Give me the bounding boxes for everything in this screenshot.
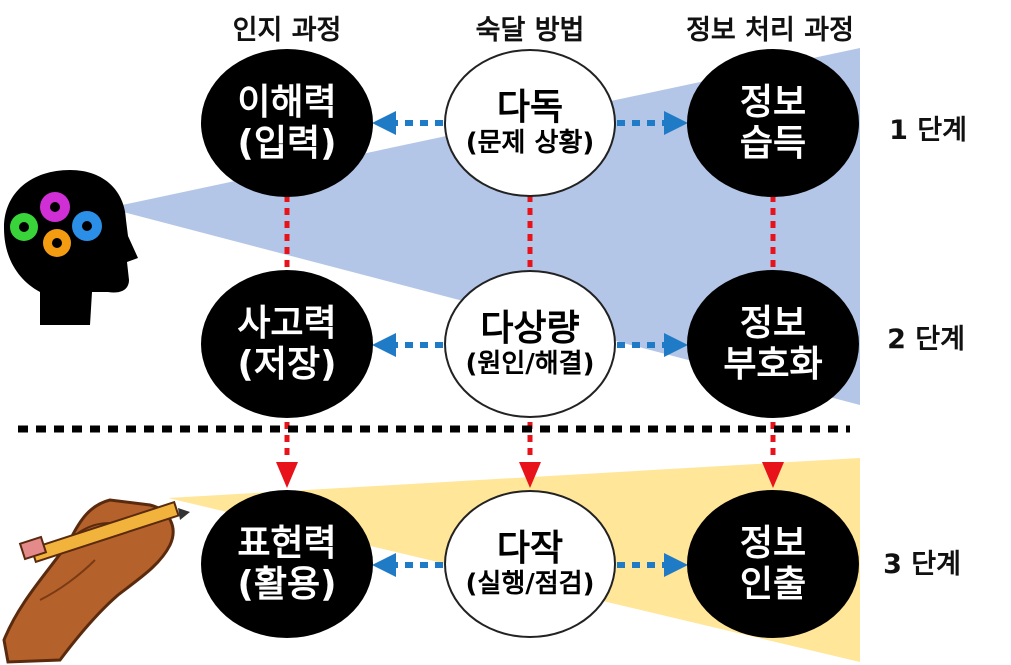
- arrowhead-cognitive2: [372, 333, 396, 357]
- node-read-much: 다독 (문제 상황): [444, 49, 616, 197]
- node-info-retrieval-line2: 인출: [739, 564, 807, 605]
- arrowhead-method-down: [519, 462, 541, 488]
- node-write-much-title: 다작: [496, 528, 564, 570]
- node-expression: 표현력 (활용): [201, 490, 373, 638]
- header-information-processing: 정보 처리 과정: [686, 15, 854, 46]
- stage-label-1: 1 단계: [889, 115, 967, 146]
- arrowhead-cognitive3: [372, 553, 396, 577]
- node-expression-sub: (활용): [237, 564, 337, 605]
- node-think-much-sub: (원인/해결): [465, 348, 595, 379]
- blue-beam: [108, 48, 860, 405]
- node-info-acquisition-line2: 습득: [739, 123, 807, 164]
- node-info-retrieval-line1: 정보: [739, 522, 807, 564]
- node-info-encoding-line1: 정보: [739, 302, 807, 344]
- arrowhead-info3: [664, 553, 688, 577]
- header-cognitive-process: 인지 과정: [232, 15, 342, 46]
- node-info-encoding-line2: 부호화: [723, 344, 823, 385]
- node-think-much-title: 다상량: [480, 308, 580, 350]
- arrowhead-info-down: [762, 462, 784, 488]
- arrowhead-info1: [664, 111, 688, 135]
- node-read-much-sub: (문제 상황): [465, 127, 595, 158]
- node-write-much-sub: (실행/점검): [465, 568, 595, 599]
- node-comprehension-title: 이해력: [237, 81, 337, 123]
- node-thinking-sub: (저장): [237, 344, 337, 385]
- node-read-much-title: 다독: [496, 87, 564, 129]
- stage-label-3: 3 단계: [883, 549, 961, 580]
- hand-writing-with-pencil-icon: [2, 498, 190, 664]
- node-info-acquisition: 정보 습득: [687, 49, 859, 197]
- node-expression-title: 표현력: [237, 522, 337, 564]
- arrowhead-info2: [664, 333, 688, 357]
- arrowhead-cognitive1: [372, 111, 396, 135]
- head-with-gears-icon: [4, 170, 138, 325]
- header-mastery-method: 숙달 방법: [475, 15, 585, 46]
- node-thinking: 사고력 (저장): [201, 270, 373, 418]
- node-info-acquisition-line1: 정보: [739, 81, 807, 123]
- node-comprehension-sub: (입력): [237, 123, 337, 164]
- node-info-encoding: 정보 부호화: [687, 270, 859, 418]
- arrowhead-cognitive-down: [276, 462, 298, 488]
- node-thinking-title: 사고력: [237, 302, 337, 344]
- node-info-retrieval: 정보 인출: [687, 490, 859, 638]
- node-think-much: 다상량 (원인/해결): [444, 270, 616, 418]
- node-write-much: 다작 (실행/점검): [444, 490, 616, 638]
- stage-label-2: 2 단계: [887, 324, 965, 355]
- node-comprehension: 이해력 (입력): [201, 49, 373, 197]
